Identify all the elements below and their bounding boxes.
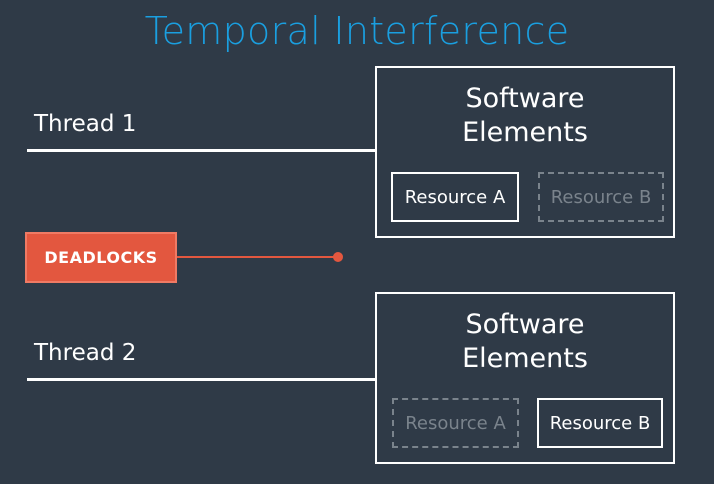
- box-1-resource-b: Resource B: [538, 172, 664, 222]
- deadlocks-badge: DEADLOCKS: [25, 232, 177, 283]
- software-elements-box-2: Software Elements Resource A Resource B: [375, 292, 675, 464]
- diagram-title: Temporal Interference: [144, 9, 570, 53]
- box-2-resource-b: Resource B: [537, 398, 663, 448]
- software-elements-title-1-line2: Elements: [462, 117, 588, 148]
- deadlocks-connector-line: [177, 256, 335, 258]
- box-2-resource-a: Resource A: [392, 398, 519, 448]
- thread-1-label: Thread 1: [34, 111, 137, 137]
- thread-2-line: [27, 378, 376, 381]
- thread-2-label: Thread 2: [34, 340, 137, 366]
- software-elements-title-2: Software Elements: [377, 308, 673, 376]
- box-1-resource-a: Resource A: [391, 172, 519, 222]
- thread-1-line: [27, 149, 376, 152]
- software-elements-title-1-line1: Software: [465, 83, 585, 114]
- software-elements-title-2-line1: Software: [465, 309, 585, 340]
- software-elements-title-2-line2: Elements: [462, 343, 588, 374]
- software-elements-box-1: Software Elements Resource A Resource B: [375, 66, 675, 238]
- deadlocks-connector-dot: [333, 252, 343, 262]
- software-elements-title-1: Software Elements: [377, 82, 673, 150]
